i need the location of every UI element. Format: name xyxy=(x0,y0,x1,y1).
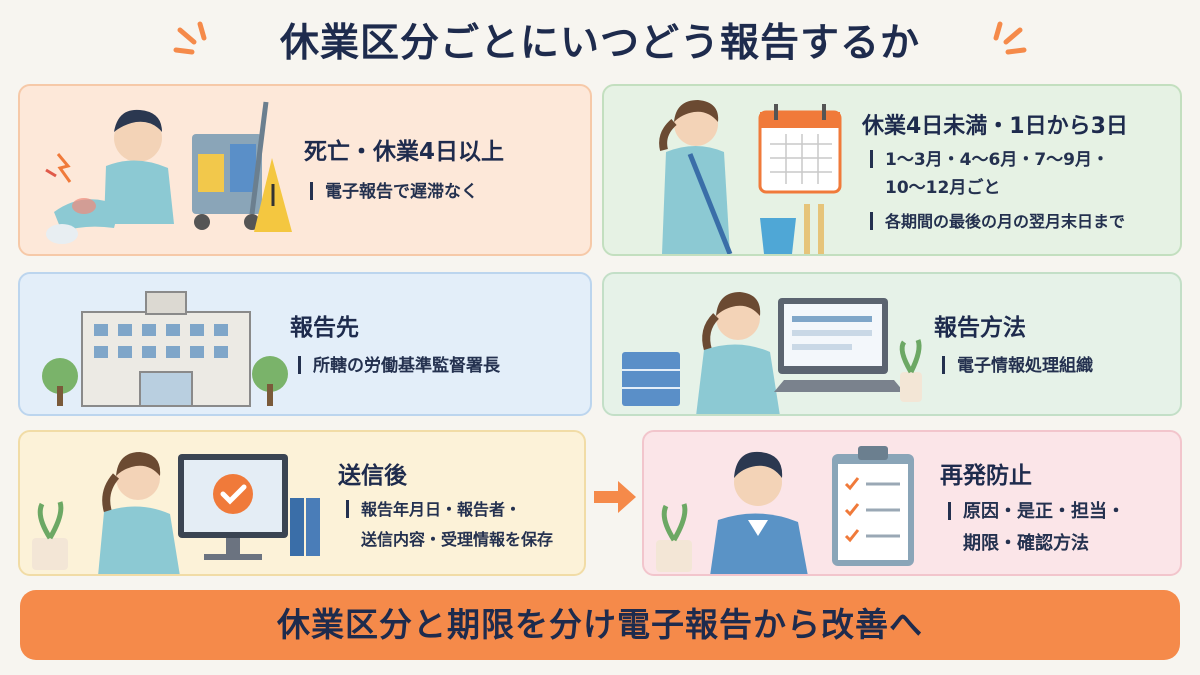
card-destination-heading: 報告先 xyxy=(290,315,359,341)
card-prevention-line-2: 期限・確認方法 xyxy=(963,533,1089,554)
card-method-line-1: 電子情報処理組織 xyxy=(942,354,1093,378)
card-under-4-line-2: 10〜12月ごと xyxy=(885,178,1001,198)
cleaning-worker-illustration xyxy=(659,100,842,254)
card-destination-line-1: 所轄の労働基準監督署長 xyxy=(298,354,500,378)
card-under-4-line-3: 各期間の最後の月の翌月末日まで xyxy=(870,210,1125,234)
card-after-heading: 送信後 xyxy=(338,463,407,489)
spark-icon-left xyxy=(173,21,207,55)
summary-banner: 休業区分と期限を分け電子報告から改善へ xyxy=(20,590,1180,660)
card-over-4-days: 死亡・休業4日以上 電子報告で遅滞なく xyxy=(18,84,592,256)
card-after-submission: 送信後 報告年月日・報告者・ 送信内容・受理情報を保存 xyxy=(18,430,586,576)
card-under-4-heading: 休業4日未満・1日から3日 xyxy=(862,114,1128,139)
calendar-icon xyxy=(758,104,842,194)
check-icon xyxy=(213,474,253,514)
card-prevention-heading: 再発防止 xyxy=(940,463,1032,489)
card-under-4-line-1: 1〜3月・4〜6月・7〜9月・ xyxy=(870,148,1109,172)
card-prevention-line-1: 原因・是正・担当・ xyxy=(948,500,1125,524)
card-after-line-1: 報告年月日・報告者・ xyxy=(346,498,521,522)
arrow-right-icon xyxy=(594,481,636,513)
injured-worker-illustration xyxy=(45,101,292,244)
card-over-4-line-1: 電子報告で遅滞なく xyxy=(310,180,478,204)
card-over-4-heading: 死亡・休業4日以上 xyxy=(304,139,505,165)
card-after-line-2: 送信内容・受理情報を保存 xyxy=(361,530,554,549)
labor-office-building-illustration xyxy=(42,291,288,407)
card-under-4-days: 休業4日未満・1日から3日 1〜3月・4〜6月・7〜9月・ 10〜12月ごと 各… xyxy=(602,84,1182,256)
card-report-destination: 報告先 所轄の労働基準監督署長 xyxy=(18,272,592,416)
card-recurrence-prevention: 再発防止 原因・是正・担当・ 期限・確認方法 xyxy=(642,430,1182,576)
checklist-worker-illustration xyxy=(656,446,914,574)
card-report-method: 報告方法 電子情報処理組織 xyxy=(602,272,1182,416)
computer-worker-illustration xyxy=(622,292,922,414)
card-method-heading: 報告方法 xyxy=(934,315,1026,341)
submission-confirm-illustration xyxy=(32,452,320,574)
page-title: 休業区分ごとにいつどう報告するか xyxy=(279,21,920,66)
spark-icon-right xyxy=(993,21,1027,55)
